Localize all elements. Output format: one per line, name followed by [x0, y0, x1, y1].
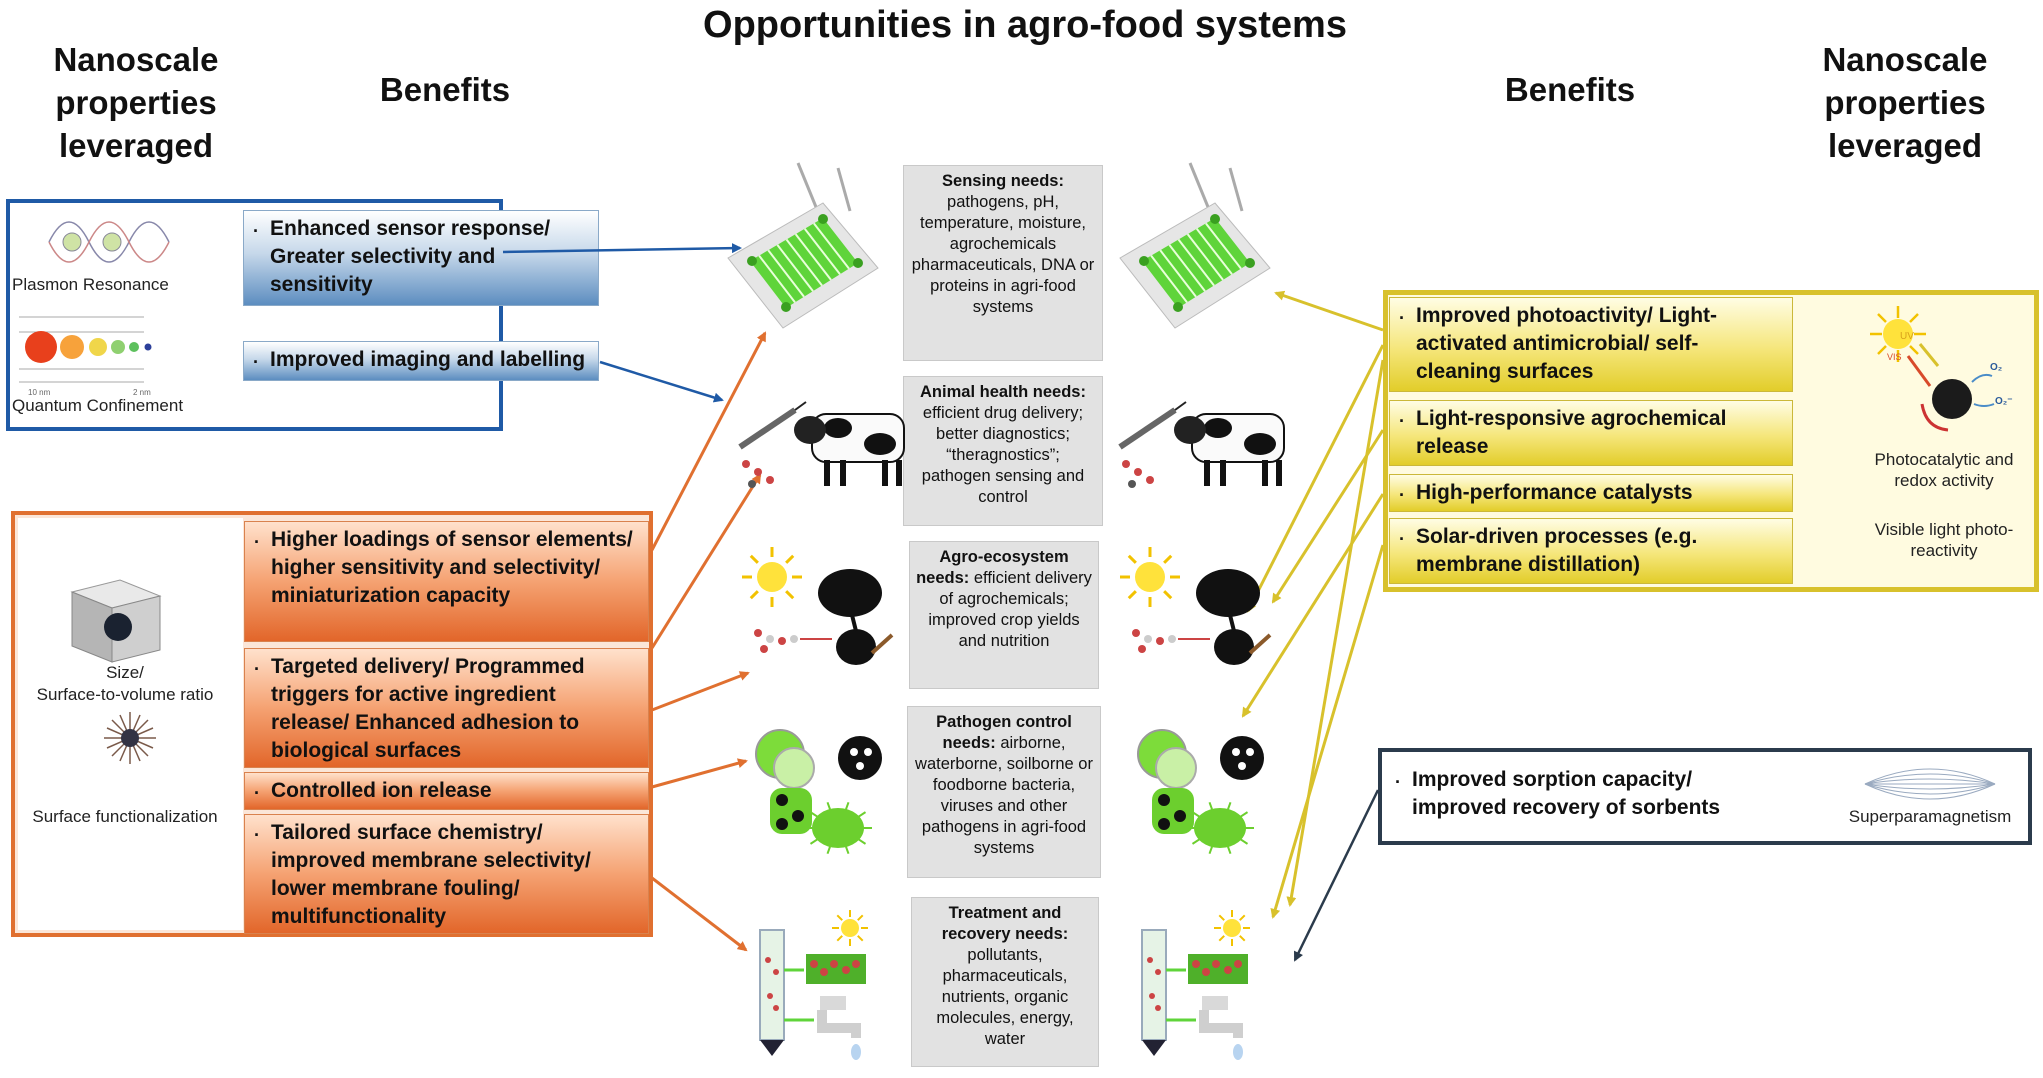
benefit-improved-photoactivity: ·Improved photoactivity/ Light-activated…: [1389, 297, 1793, 392]
arrow-ion-to-pathogen: [651, 758, 748, 789]
quantum-dots-icon: [19, 316, 152, 383]
benefit-tailored-surface: ·Tailored surface chemistry/ improved me…: [244, 814, 649, 934]
size-label: Size/: [106, 663, 144, 682]
pathogen-illustration-left: [755, 729, 882, 855]
pathogen-control-needs-box: Pathogen control needs: airborne, waterb…: [907, 706, 1101, 878]
sensing-illustration-right: [1119, 162, 1271, 329]
o2-minus-label: O₂⁻: [1995, 396, 2013, 407]
arrow-photo-to-treatment: [1286, 359, 1385, 907]
scale-label-2nm: 2 nm: [133, 388, 151, 397]
agro-ecosystem-needs-box: Agro-ecosystem needs: efficient delivery…: [909, 541, 1099, 689]
treatment-recovery-needs-box: Treatment and recovery needs: pollutants…: [911, 897, 1099, 1067]
benefit-improved-imaging: ·Improved imaging and labelling: [243, 341, 599, 381]
arrow-tailored-to-treatment: [651, 876, 748, 952]
benefit-targeted-delivery: ·Targeted delivery/ Programmed triggers …: [244, 648, 649, 768]
sensing-needs-box: Sensing needs: pathogens, pH, temperatur…: [903, 165, 1103, 361]
animal-illustration-right: [1118, 401, 1285, 488]
benefit-high-performance-catalysts: ·High-performance catalysts: [1389, 474, 1793, 512]
arrow-catalysts-to-pathogen: [1241, 493, 1385, 718]
benefit-solar-driven: ·Solar-driven processes (e.g. membrane d…: [1389, 518, 1793, 584]
diagram-title: Opportunities in agro-food systems: [703, 4, 1347, 46]
arrow-sorption-to-treatment: [1293, 789, 1380, 962]
arrow-sensor-to-sensing: [502, 243, 742, 254]
benefit-controlled-ion: ·Controlled ion release: [244, 772, 649, 810]
arrow-loadings-to-animal: [650, 473, 762, 649]
agro-illustration-left: [742, 547, 894, 665]
treatment-illustration-left: [759, 910, 868, 1060]
blue-panel-icons: [19, 221, 170, 383]
functionalized-particle-icon: [104, 712, 156, 764]
left-benefits-heading: Benefits: [379, 71, 511, 108]
benefit-improved-sorption: ·Improved sorption capacity/ improved re…: [1386, 762, 1786, 830]
benefit-higher-loadings: ·Higher loadings of sensor elements/ hig…: [244, 521, 649, 642]
benefit-light-responsive: ·Light-responsive agrochemical release: [1389, 400, 1793, 466]
orange-panel-icons: [70, 579, 162, 764]
plasmon-resonance-label: Plasmon Resonance: [12, 275, 169, 294]
surface-functionalization-label: Surface functionalization: [32, 807, 218, 826]
vis-label: VIS: [1887, 352, 1902, 362]
arrow-solar-to-treatment: [1270, 544, 1385, 919]
arrow-photo-to-sensing: [1274, 290, 1384, 332]
photocatalyst-icon: [1870, 306, 1995, 432]
surface-volume-label: Surface-to-volume ratio: [36, 685, 214, 704]
arrow-loadings-to-sensing: [650, 331, 767, 551]
benefit-enhanced-sensor: ·Enhanced sensor response/ Greater selec…: [243, 210, 599, 306]
photocatalytic-label: Photocatalytic and redox activity: [1874, 450, 2014, 490]
o2-label: O₂: [1990, 362, 2003, 373]
left-properties-heading: Nanoscale properties leveraged: [53, 41, 219, 164]
agro-illustration-right: [1120, 547, 1272, 665]
arrow-photo-to-agro: [1246, 344, 1385, 613]
superparamagnetism-label: Superparamagnetism: [1848, 807, 2012, 826]
right-properties-heading: Nanoscale properties leveraged: [1822, 41, 1988, 164]
superparamagnetism-icon: [1864, 768, 1996, 800]
right-benefits-heading: Benefits: [1504, 71, 1636, 108]
animal-illustration-left: [738, 401, 905, 488]
uv-label: UV: [1900, 331, 1914, 342]
quantum-confinement-label: Quantum Confinement: [12, 396, 184, 415]
pathogen-illustration-right: [1137, 729, 1264, 855]
plasmon-wave-icon: [48, 221, 170, 263]
nanocube-icon: [70, 579, 162, 663]
scale-label-10nm: 10 nm: [28, 388, 51, 397]
visible-light-label: Visible light photo-reactivity: [1874, 520, 2014, 560]
sensing-illustration-left: [727, 162, 879, 329]
treatment-illustration-right: [1141, 910, 1250, 1060]
animal-health-needs-box: Animal health needs: efficient drug deli…: [903, 376, 1103, 526]
arrow-imaging-to-animal: [599, 360, 724, 403]
arrow-targeted-to-agro: [651, 671, 750, 712]
